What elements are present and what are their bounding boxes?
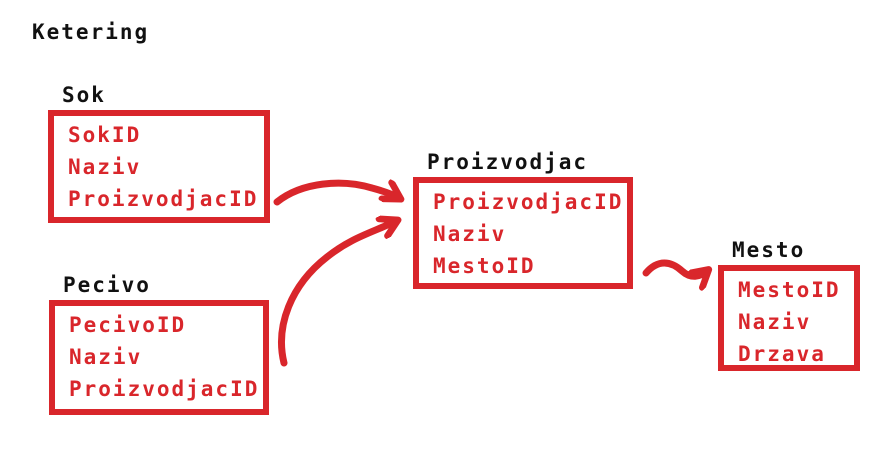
field-row: MestoID xyxy=(738,278,841,302)
field-row: Naziv xyxy=(433,222,507,246)
relation-arrow-pecivo-proizvodjac xyxy=(278,221,396,367)
diagram-title: Ketering xyxy=(32,20,150,44)
relation-arrow-proizvodjac-mesto xyxy=(642,259,707,276)
field-row: ProizvodjacID xyxy=(68,187,259,211)
entity-box: MestoID Naziv Drzava xyxy=(718,265,860,371)
field-row: Drzava xyxy=(738,342,826,366)
field-row: ProizvodjacID xyxy=(69,377,260,401)
field-row: Naziv xyxy=(69,345,143,369)
entity-title: Pecivo xyxy=(63,273,151,297)
field-row: SokID xyxy=(68,123,142,147)
entity-title: Sok xyxy=(62,83,106,107)
field-row: Naziv xyxy=(68,155,142,179)
field-row: MestoID xyxy=(433,254,536,278)
entity-title: Mesto xyxy=(732,238,806,262)
field-row: Naziv xyxy=(738,310,812,334)
entity-title: Proizvodjac xyxy=(427,150,589,174)
field-row: PecivoID xyxy=(69,313,187,337)
entity-proizvodjac: Proizvodjac ProizvodjacID Naziv MestoID xyxy=(413,149,633,289)
entity-pecivo: Pecivo PecivoID Naziv ProizvodjacID xyxy=(49,272,269,415)
entity-box: ProizvodjacID Naziv MestoID xyxy=(413,177,633,289)
entity-mesto: Mesto MestoID Naziv Drzava xyxy=(718,237,860,371)
field-row: ProizvodjacID xyxy=(433,190,624,214)
entity-box: PecivoID Naziv ProizvodjacID xyxy=(49,300,269,415)
entity-sok: Sok SokID Naziv ProizvodjacID xyxy=(48,82,270,223)
relation-arrow-sok-proizvodjac xyxy=(273,183,399,206)
entity-box: SokID Naziv ProizvodjacID xyxy=(48,110,270,223)
